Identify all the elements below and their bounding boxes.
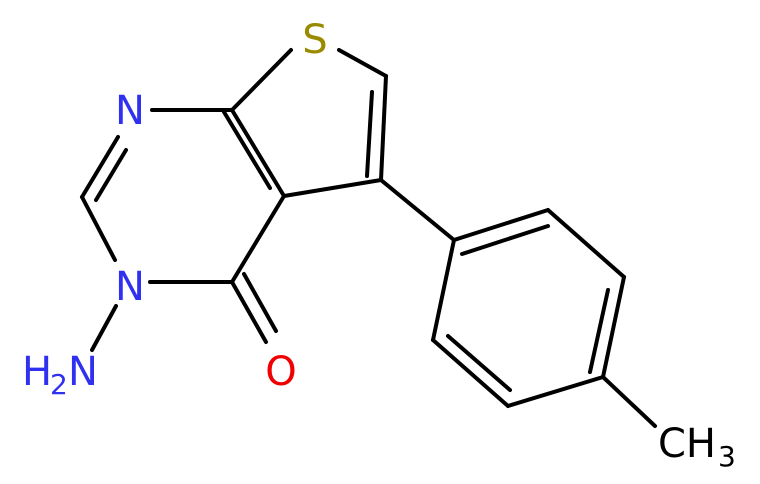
- amino-group-h: H: [22, 349, 52, 395]
- atom-label-methyl-group: CH 3: [658, 421, 736, 473]
- bond-ca4-ca5: [506, 375, 605, 408]
- bond-ca6-ca1: [431, 238, 456, 342]
- bond-ca2-ca3: [546, 208, 626, 279]
- atom-label-sulfur: S: [302, 17, 327, 63]
- bond-c5-ca1: [379, 178, 456, 242]
- bond-ca1-ca2-double: [460, 224, 550, 256]
- bond-ca3-ca4: [601, 275, 626, 379]
- bond-c4-c4a: [230, 194, 286, 284]
- bond-c6-c5-double: [365, 90, 374, 178]
- bond-ca3-ca4-double: [588, 288, 610, 374]
- bond-c4a-c7a: [230, 108, 286, 198]
- bond-c4-o: [230, 280, 268, 344]
- bond-c4-o-double: [242, 272, 278, 333]
- bond-layer: [80, 48, 657, 428]
- atom-label-carbonyl-oxygen: O: [265, 349, 296, 395]
- bond-c4a-c7a-double: [222, 110, 272, 190]
- amino-group-n: N: [68, 349, 98, 395]
- bond-n1-c2-double: [94, 148, 128, 202]
- bond-c6-c5: [379, 74, 388, 182]
- methyl-group-ch: CH: [658, 421, 716, 467]
- bond-ca5-ca6: [431, 338, 510, 408]
- amino-group-subscript: 2: [50, 368, 68, 401]
- bond-c5-c4a: [282, 178, 383, 198]
- atom-label-amino-group: H 2 N: [22, 349, 98, 401]
- bond-ca1-ca2: [452, 208, 550, 242]
- bond-c2-n3: [80, 195, 117, 262]
- bond-n3-nh2: [90, 304, 118, 352]
- bond-s-c6: [337, 48, 388, 78]
- methyl-group-subscript: 3: [718, 440, 736, 473]
- atom-label-amino-ring-nitrogen: N: [115, 264, 145, 310]
- bond-ca4-methyl: [601, 375, 657, 428]
- bond-ca5-ca6-double: [446, 334, 512, 392]
- atom-label-ring-nitrogen: N: [115, 88, 145, 134]
- bond-n1-c2: [80, 135, 120, 199]
- bond-c7a-s: [230, 48, 293, 112]
